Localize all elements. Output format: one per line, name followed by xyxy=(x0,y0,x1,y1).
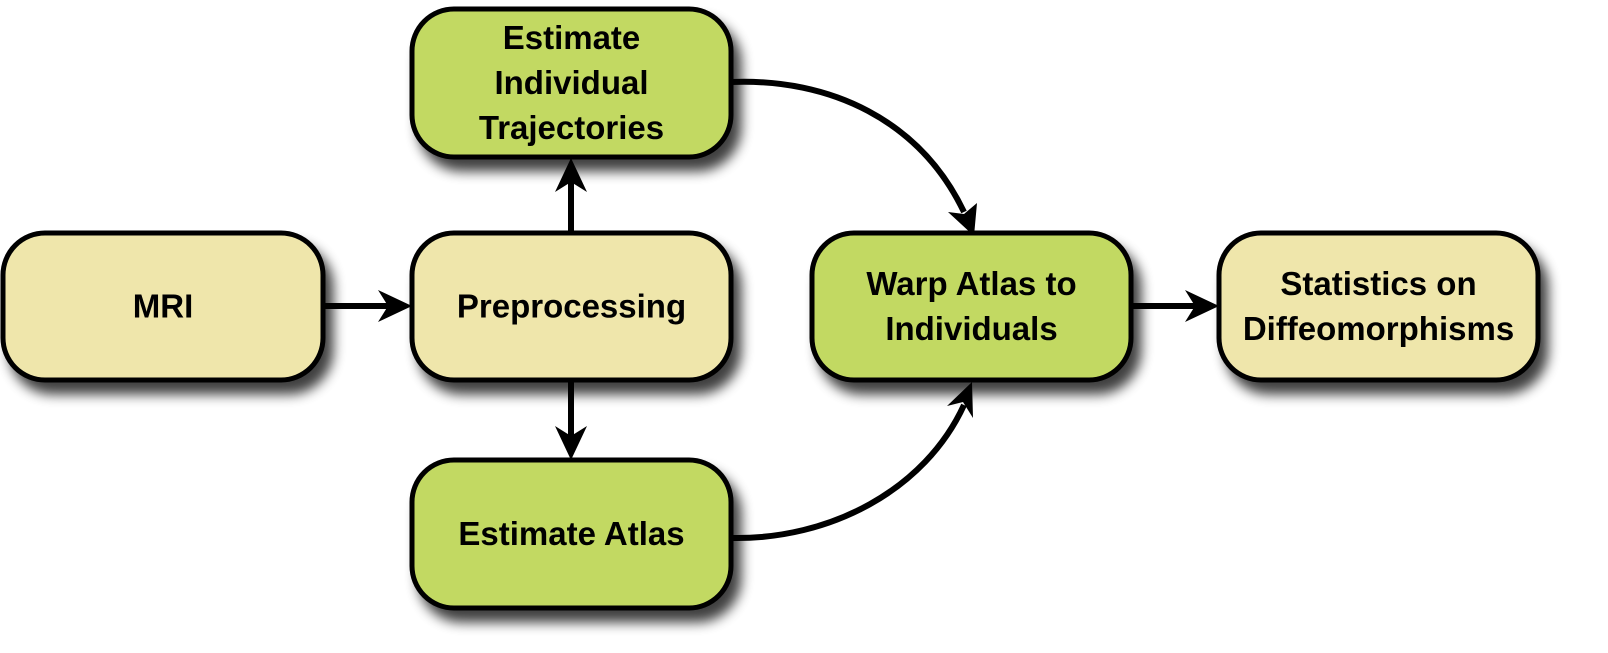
node-box xyxy=(1216,230,1541,383)
arrowhead-icon xyxy=(947,382,973,418)
edge-atlas-to-warp xyxy=(730,403,967,542)
node-box xyxy=(409,457,734,611)
node-label: Warp Atlas to xyxy=(866,265,1076,302)
node-box xyxy=(409,6,734,160)
node-box xyxy=(809,230,1134,383)
node-label: MRI xyxy=(133,288,194,325)
node-warp-atlas-to-individuals: Warp Atlas to Individuals xyxy=(809,230,1134,383)
arrowhead-icon xyxy=(555,426,587,460)
node-label: Estimate xyxy=(503,19,641,56)
node-label: Individual xyxy=(494,64,648,101)
node-estimate-atlas: Estimate Atlas xyxy=(409,457,734,611)
edges xyxy=(323,78,1219,542)
node-statistics-on-diffeomorphisms: Statistics on Diffeomorphisms xyxy=(1216,230,1541,383)
node-label: Individuals xyxy=(885,310,1057,347)
edge-trajectories-to-warp xyxy=(730,78,967,214)
arrowhead-icon xyxy=(378,290,412,322)
node-mri: MRI xyxy=(0,230,326,383)
nodes: MRI Preprocessing EstimateIndividualTraj… xyxy=(0,6,1541,611)
node-box xyxy=(0,230,326,383)
node-label: Preprocessing xyxy=(457,288,686,325)
node-label: Trajectories xyxy=(479,109,664,146)
arrowhead-icon xyxy=(555,158,587,192)
node-box xyxy=(409,230,734,383)
node-label: Diffeomorphisms xyxy=(1243,310,1514,347)
node-label: Statistics on xyxy=(1280,265,1476,302)
node-label: Estimate Atlas xyxy=(458,515,684,552)
arrowhead-icon xyxy=(1185,290,1219,322)
arrowhead-icon xyxy=(948,203,977,236)
node-preprocessing: Preprocessing xyxy=(409,230,734,383)
